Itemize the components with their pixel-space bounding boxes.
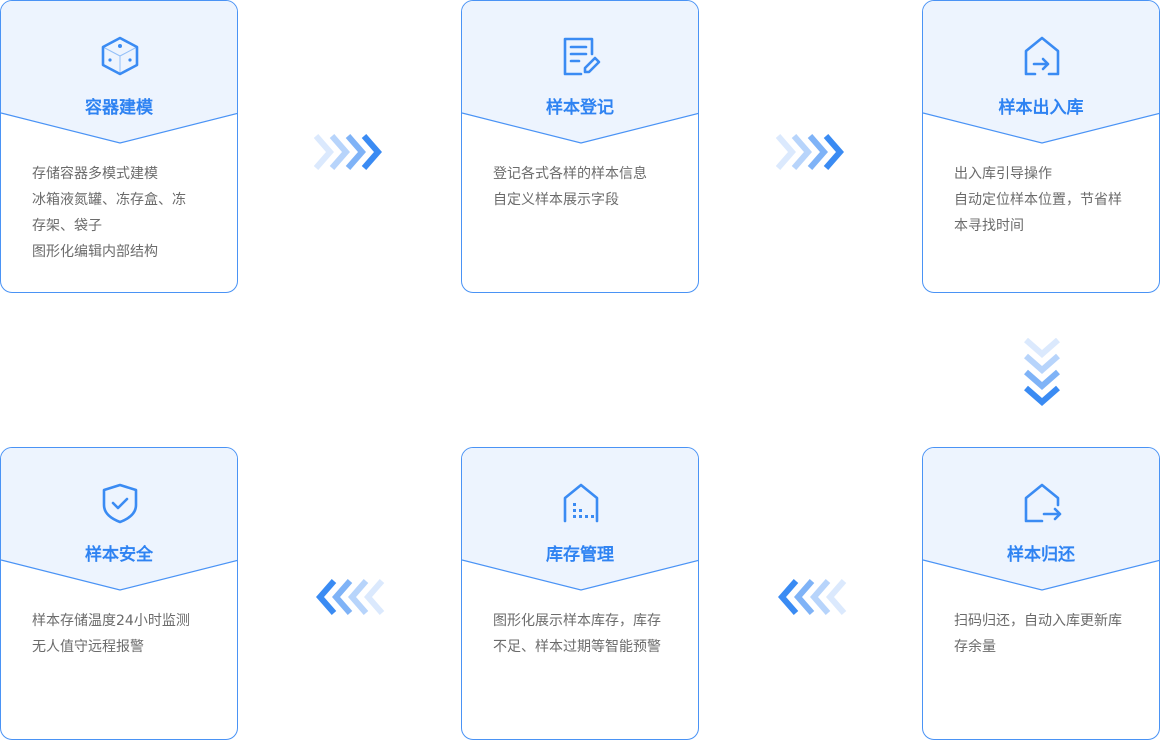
desc-line: 登记各式各样的样本信息 xyxy=(493,166,647,182)
card-title: 样本安全 xyxy=(85,545,153,565)
desc-line: 存架、袋子 xyxy=(32,218,102,234)
desc-line: 本寻找时间 xyxy=(954,218,1024,234)
shield-check-icon xyxy=(102,483,138,524)
warehouse-icon xyxy=(563,483,599,523)
card-title: 容器建模 xyxy=(85,98,153,118)
card-title: 样本出入库 xyxy=(998,98,1084,118)
card-title: 库存管理 xyxy=(546,545,614,565)
card-description: 样本存储温度24小时监测 无人值守远程报警 xyxy=(32,608,215,660)
card-description: 出入库引导操作 自动定位样本位置，节省样 本寻找时间 xyxy=(954,161,1137,239)
card-description: 扫码归还，自动入库更新库 存余量 xyxy=(954,608,1137,660)
desc-line: 自定义样本展示字段 xyxy=(493,192,619,208)
cube-icon xyxy=(101,36,139,76)
desc-line: 图形化编辑内部结构 xyxy=(32,244,158,260)
chevron-down-arrows xyxy=(1024,338,1060,406)
chevron-right-arrows-2 xyxy=(776,134,844,170)
card-title: 样本登记 xyxy=(546,98,614,118)
card-sample-registration: 样本登记 登记各式各样的样本信息 自定义样本展示字段 xyxy=(461,0,699,293)
desc-line: 图形化展示样本库存，库存 xyxy=(493,613,661,629)
desc-line: 存余量 xyxy=(954,639,996,655)
card-sample-return: 样本归还 扫码归还，自动入库更新库 存余量 xyxy=(922,447,1160,740)
desc-line: 存储容器多模式建模 xyxy=(32,166,158,182)
chevron-left-arrows-2 xyxy=(316,579,385,615)
card-container-modeling: 容器建模 存储容器多模式建模 冰箱液氮罐、冻存盒、冻 存架、袋子 图形化编辑内部… xyxy=(0,0,238,293)
desc-line: 自动定位样本位置，节省样 xyxy=(954,192,1122,208)
desc-line: 无人值守远程报警 xyxy=(32,639,144,655)
chevron-right-arrows-1 xyxy=(314,134,382,170)
card-description: 图形化展示样本库存，库存 不足、样本过期等智能预警 xyxy=(493,608,676,660)
chevron-left-arrows-1 xyxy=(778,579,847,615)
desc-line: 样本存储温度24小时监测 xyxy=(32,613,190,629)
card-description: 存储容器多模式建模 冰箱液氮罐、冻存盒、冻 存架、袋子 图形化编辑内部结构 xyxy=(32,161,215,265)
card-description: 登记各式各样的样本信息 自定义样本展示字段 xyxy=(493,161,676,213)
desc-line: 不足、样本过期等智能预警 xyxy=(493,639,661,655)
desc-line: 出入库引导操作 xyxy=(954,166,1052,182)
desc-line: 扫码归还，自动入库更新库 xyxy=(954,613,1122,629)
card-title: 样本归还 xyxy=(1007,545,1075,565)
house-return-icon xyxy=(1024,483,1062,523)
card-sample-safety: 样本安全 样本存储温度24小时监测 无人值守远程报警 xyxy=(0,447,238,740)
card-sample-in-out: 样本出入库 出入库引导操作 自动定位样本位置，节省样 本寻找时间 xyxy=(922,0,1160,293)
house-enter-icon xyxy=(1024,36,1060,76)
edit-document-icon xyxy=(563,37,601,76)
card-inventory-management: 库存管理 图形化展示样本库存，库存 不足、样本过期等智能预警 xyxy=(461,447,699,740)
desc-line: 冰箱液氮罐、冻存盒、冻 xyxy=(32,192,186,208)
